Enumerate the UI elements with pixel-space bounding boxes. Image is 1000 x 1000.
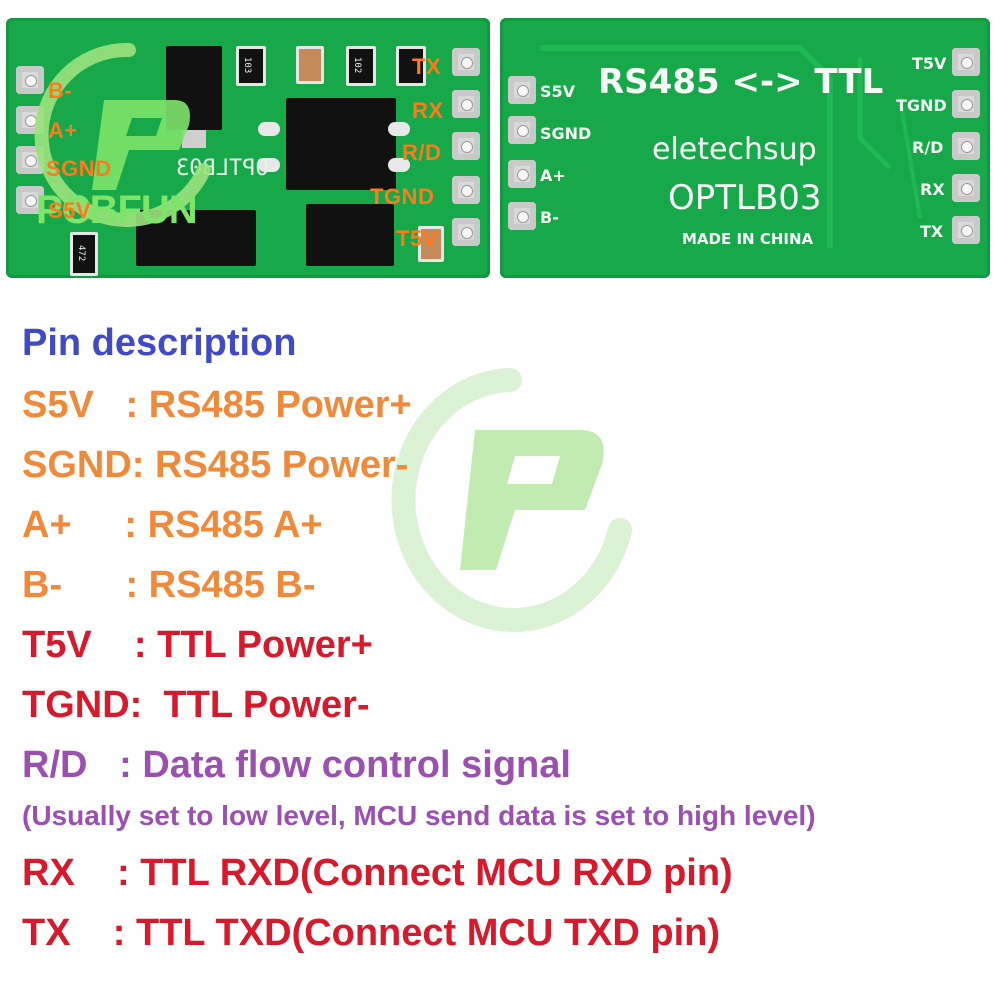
rd-note: (Usually set to low level, MCU send data… [22, 800, 816, 831]
pin-row-key: T5V [22, 624, 134, 666]
component-lead [182, 130, 206, 148]
resistor-code-103: 103 [242, 57, 252, 74]
pad-oval-3 [388, 122, 410, 136]
back-pad-right-5 [952, 216, 980, 244]
back-label-tgnd: TGND [896, 96, 947, 115]
back-pad-right-1 [952, 48, 980, 76]
pin-row-value: : TTL Power+ [133, 624, 373, 666]
optocoupler-right [306, 204, 394, 266]
pin-row-tx: TX : TTL TXD(Connect MCU TXD pin) [22, 912, 720, 955]
pin-row-b: B- : RS485 B- [22, 564, 316, 607]
right-pin-label-rx: RX [412, 98, 444, 123]
pin-row-rd: R/D : Data flow control signal [22, 744, 571, 787]
pad-right-4 [452, 176, 480, 204]
back-label-sgnd: SGND [540, 124, 592, 143]
pin-row-value: : TTL Power- [129, 684, 370, 726]
pin-row-tgnd: TGND: TTL Power- [22, 684, 370, 727]
pin-row-value: : TTL TXD(Connect MCU TXD pin) [112, 912, 721, 954]
back-brand: eletechsup [652, 132, 817, 167]
back-label-tx: TX [920, 222, 944, 241]
pad-left-3 [16, 146, 44, 174]
pin-row-value: : Data flow control signal [119, 744, 571, 786]
pad-oval-4 [388, 158, 410, 172]
pin-row-value: : RS485 A+ [124, 504, 323, 546]
pad-oval-2 [258, 158, 280, 172]
left-pin-label-b: B- [48, 78, 73, 103]
watermark-large-logo-icon [391, 368, 632, 632]
back-label-b: B- [540, 208, 559, 227]
resistor-102: 102 [346, 46, 376, 86]
right-pin-label-t5v: T5V [396, 226, 438, 251]
pin-row-value: : RS485 Power- [131, 444, 409, 486]
back-pad-left-3 [508, 160, 536, 188]
resistor-472: 472 [70, 232, 98, 276]
back-label-s5v: S5V [540, 82, 576, 101]
back-model: OPTLB03 [668, 178, 822, 218]
capacitor-bottom [418, 226, 444, 262]
pcb-component-side: 103 102 472 OPTLB03 PCBFUN B- A+ SGND S5… [6, 18, 490, 278]
pin-row-key: B- [22, 564, 126, 606]
left-pin-label-sgnd: SGND [46, 156, 112, 181]
right-pin-label-tx: TX [412, 54, 442, 79]
back-label-a: A+ [540, 166, 566, 185]
pin-row-key: RX [22, 852, 118, 894]
right-pin-label-rd: R/D [402, 140, 442, 165]
main-ic [286, 98, 396, 190]
back-made-in: MADE IN CHINA [682, 230, 814, 248]
back-label-t5v: T5V [912, 54, 947, 73]
small-code-472: 472 [76, 245, 86, 262]
pcb-traces [540, 45, 922, 248]
back-label-rx: RX [920, 180, 945, 199]
back-pad-left-1 [508, 76, 536, 104]
resistor-103: 103 [236, 46, 266, 86]
pad-right-2 [452, 90, 480, 118]
pin-row-s5v: S5V : RS485 Power+ [22, 384, 412, 427]
pin-row-key: S5V [22, 384, 126, 426]
pad-oval-1 [258, 122, 280, 136]
pcb-back-side: S5V SGND A+ B- T5V TGND R/D RX TX RS485 … [500, 18, 990, 278]
pad-right-1 [452, 48, 480, 76]
pin-row-t5v: T5V : TTL Power+ [22, 624, 373, 667]
watermark-logo-icon [34, 42, 211, 227]
capacitor-top [296, 46, 324, 84]
pin-row-value: : TTL RXD(Connect MCU RXD pin) [117, 852, 733, 894]
pin-row-key: TGND [22, 684, 130, 726]
back-pad-right-2 [952, 90, 980, 118]
pin-row-key: A+ [22, 504, 125, 546]
right-pin-label-tgnd: TGND [370, 184, 435, 209]
back-pad-right-4 [952, 174, 980, 202]
back-pad-right-3 [952, 132, 980, 160]
left-pin-label-a: A+ [48, 118, 78, 143]
pad-left-1 [16, 66, 44, 94]
pin-row-key: SGND [22, 444, 132, 486]
resistor-top-right [396, 46, 426, 86]
back-title: RS485 <-> TTL [598, 62, 884, 102]
pin-row-sgnd: SGND: RS485 Power- [22, 444, 408, 487]
back-pad-left-4 [508, 202, 536, 230]
watermark-text: PCBFUN [36, 188, 198, 232]
pin-row-value: : RS485 Power+ [125, 384, 412, 426]
pin-description-heading: Pin description [22, 322, 297, 364]
pin-row-key: TX [22, 912, 113, 954]
resistor-code-102: 102 [352, 57, 362, 74]
pin-row-rx: RX : TTL RXD(Connect MCU RXD pin) [22, 852, 733, 895]
back-label-rd: R/D [912, 138, 944, 157]
left-pin-label-s5v: S5V [48, 198, 92, 223]
pin-row-value: : RS485 B- [125, 564, 316, 606]
back-pad-left-2 [508, 116, 536, 144]
pad-right-3 [452, 132, 480, 160]
pin-row-a: A+ : RS485 A+ [22, 504, 323, 547]
pad-left-4 [16, 186, 44, 214]
pad-right-5 [452, 218, 480, 246]
pin-row-key: R/D [22, 744, 120, 786]
